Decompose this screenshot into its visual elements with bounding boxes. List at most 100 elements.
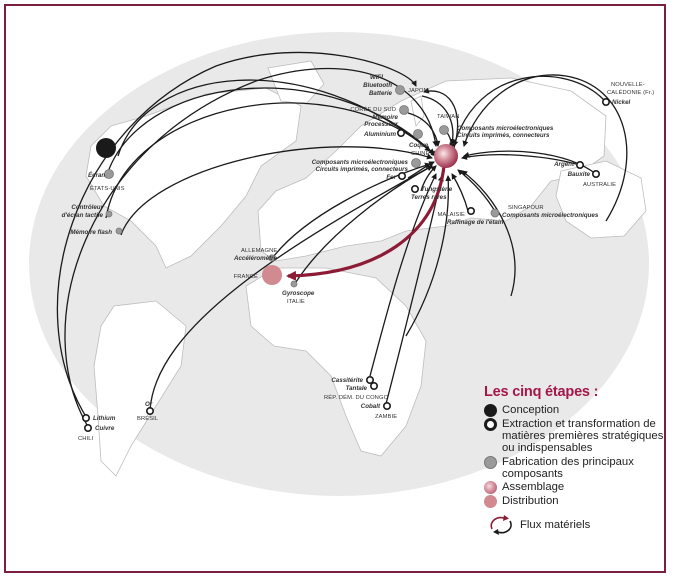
fab-marker-coree [399, 105, 409, 115]
label-allemagne: ALLEMAGNE [241, 248, 277, 254]
label-bluetooth: Bluetooth [363, 82, 392, 89]
world-map: WIFI Bluetooth Batterie JAPON CORÉE DU S… [29, 32, 654, 496]
fab-marker-japon [395, 85, 405, 95]
label-singapour: SINGAPOUR [508, 205, 544, 211]
flow-memoire-flash [120, 146, 433, 236]
flux-label: Flux matériels [520, 518, 591, 531]
flow-malaisie [451, 173, 469, 212]
assembly-marker-china [434, 144, 458, 168]
label-chine: CHINE [411, 151, 430, 157]
conception-icon [484, 404, 497, 417]
extract-marker-fer [397, 172, 406, 181]
label-tungstene: Tungstène [421, 186, 453, 193]
label-or: Or [145, 401, 153, 408]
fabrication-icon [484, 455, 497, 469]
flow-congo [369, 173, 437, 377]
legend-item-fabrication: Fabrication des principaux composants [484, 455, 664, 480]
flux-icon [490, 515, 512, 536]
flow-nouvelle-caledonie [452, 75, 605, 147]
flow-usa-ecran [105, 87, 435, 179]
extract-marker-or [146, 406, 155, 415]
flow-zambie [385, 175, 444, 405]
label-argent: Argent [553, 161, 575, 168]
south-america-landmass [93, 300, 187, 477]
flow-chili2 [64, 68, 439, 431]
flow-australie [463, 150, 597, 175]
flow-africa-loop [405, 175, 452, 337]
label-malaisie: MALAISIE [437, 212, 465, 218]
label-nouvelle-cal2: CALÉDONIE (Fr.) [607, 89, 654, 96]
flow-controleur [105, 102, 437, 219]
extract-marker-tungstene [410, 185, 419, 194]
label-bauxite: Bauxite [568, 171, 591, 178]
flow-tungstene [420, 165, 437, 192]
fab-marker-taiwan [439, 125, 449, 135]
extract-marker-cobalt [382, 401, 391, 410]
label-lithium: Lithium [93, 415, 116, 422]
fab-marker-chine [411, 158, 421, 168]
label-coree: CORÉE DU SUD [350, 106, 396, 113]
label-controleur2: d'écran tactile [62, 212, 104, 219]
label-ecran: Écran [88, 171, 105, 179]
material-flows [56, 51, 628, 431]
label-australie: AUSTRALIE [583, 182, 616, 188]
flow-china-to-japan [423, 87, 459, 149]
extract-marker-bauxite [591, 170, 600, 179]
fab-marker-gyroscope [290, 280, 298, 288]
label-nickel: Nickel [612, 99, 631, 106]
markers [82, 85, 610, 432]
distribution-marker-france [262, 265, 282, 285]
legend-item-assemblage: Assemblage [484, 481, 664, 495]
flow-italy [295, 165, 433, 283]
label-nouvelle-cal1: NOUVELLE- [611, 82, 645, 88]
label-comp-sg: Composants microélectroniques [502, 212, 599, 219]
extraction-icon [484, 418, 497, 431]
flow-south-loop [461, 170, 516, 297]
fab-marker-controleur [105, 210, 113, 218]
label-comp-cn2: Circuits imprimés, connecteurs [316, 166, 409, 173]
label-batterie: Batterie [369, 90, 393, 97]
flow-bresil [149, 165, 433, 411]
legend-label: Distribution [502, 495, 559, 508]
flow-germany [273, 162, 431, 257]
label-gyroscope: Gyroscope [282, 290, 315, 297]
label-comp-tw2: Circuits imprimés, connecteurs [457, 132, 550, 139]
label-coque: Coque [409, 142, 429, 149]
label-raffinage: Raffinage de l'étain [447, 219, 504, 226]
legend-label: Conception [502, 404, 560, 416]
fab-marker-accelerometre [268, 254, 276, 262]
flow-chili [56, 51, 417, 421]
label-etats-unis: ÉTATS-UNIS [90, 185, 125, 192]
label-france: FRANCE [234, 274, 258, 280]
extract-marker-lithium [82, 413, 91, 422]
extract-marker-cassiterite [365, 375, 374, 384]
flow-fer [407, 161, 435, 179]
label-bresil: BRÉSIL [137, 415, 159, 422]
label-memoire: Mémoire [373, 114, 399, 121]
africa-landmass [245, 267, 427, 457]
fab-marker-coque [413, 129, 423, 139]
greenland-landmass [267, 60, 325, 105]
distribution-arrow [286, 165, 446, 281]
label-terres-rares: Terres rares [411, 194, 447, 201]
legend-item-distribution: Distribution [484, 495, 664, 509]
label-wifi: WIFI [370, 74, 383, 81]
legend-title: Les cinq étapes : [484, 384, 599, 400]
conception-marker-usa [96, 138, 116, 158]
legend-item-extraction: Extraction et transformation de matières… [484, 418, 664, 455]
label-processeur: Processeur [364, 121, 398, 128]
legend-label: Assemblage [502, 481, 565, 494]
fab-marker-singapour [490, 208, 500, 218]
legend-label: Fabrication des principaux composants [502, 455, 634, 480]
label-memoire-flash: Mémoire flash [70, 229, 112, 236]
label-chili: CHILI [78, 436, 94, 442]
assemblage-icon [484, 481, 497, 495]
extract-marker-malaisie [466, 207, 475, 216]
label-tantale: Tantale [346, 385, 368, 392]
extract-marker-argent [575, 161, 584, 170]
flow-coree [407, 112, 441, 147]
extract-marker-tantale [369, 381, 378, 390]
flow-east-loop [462, 74, 628, 222]
label-cobalt: Cobalt [361, 403, 381, 410]
infographic-frame: WIFI Bluetooth Batterie JAPON CORÉE DU S… [4, 4, 666, 573]
